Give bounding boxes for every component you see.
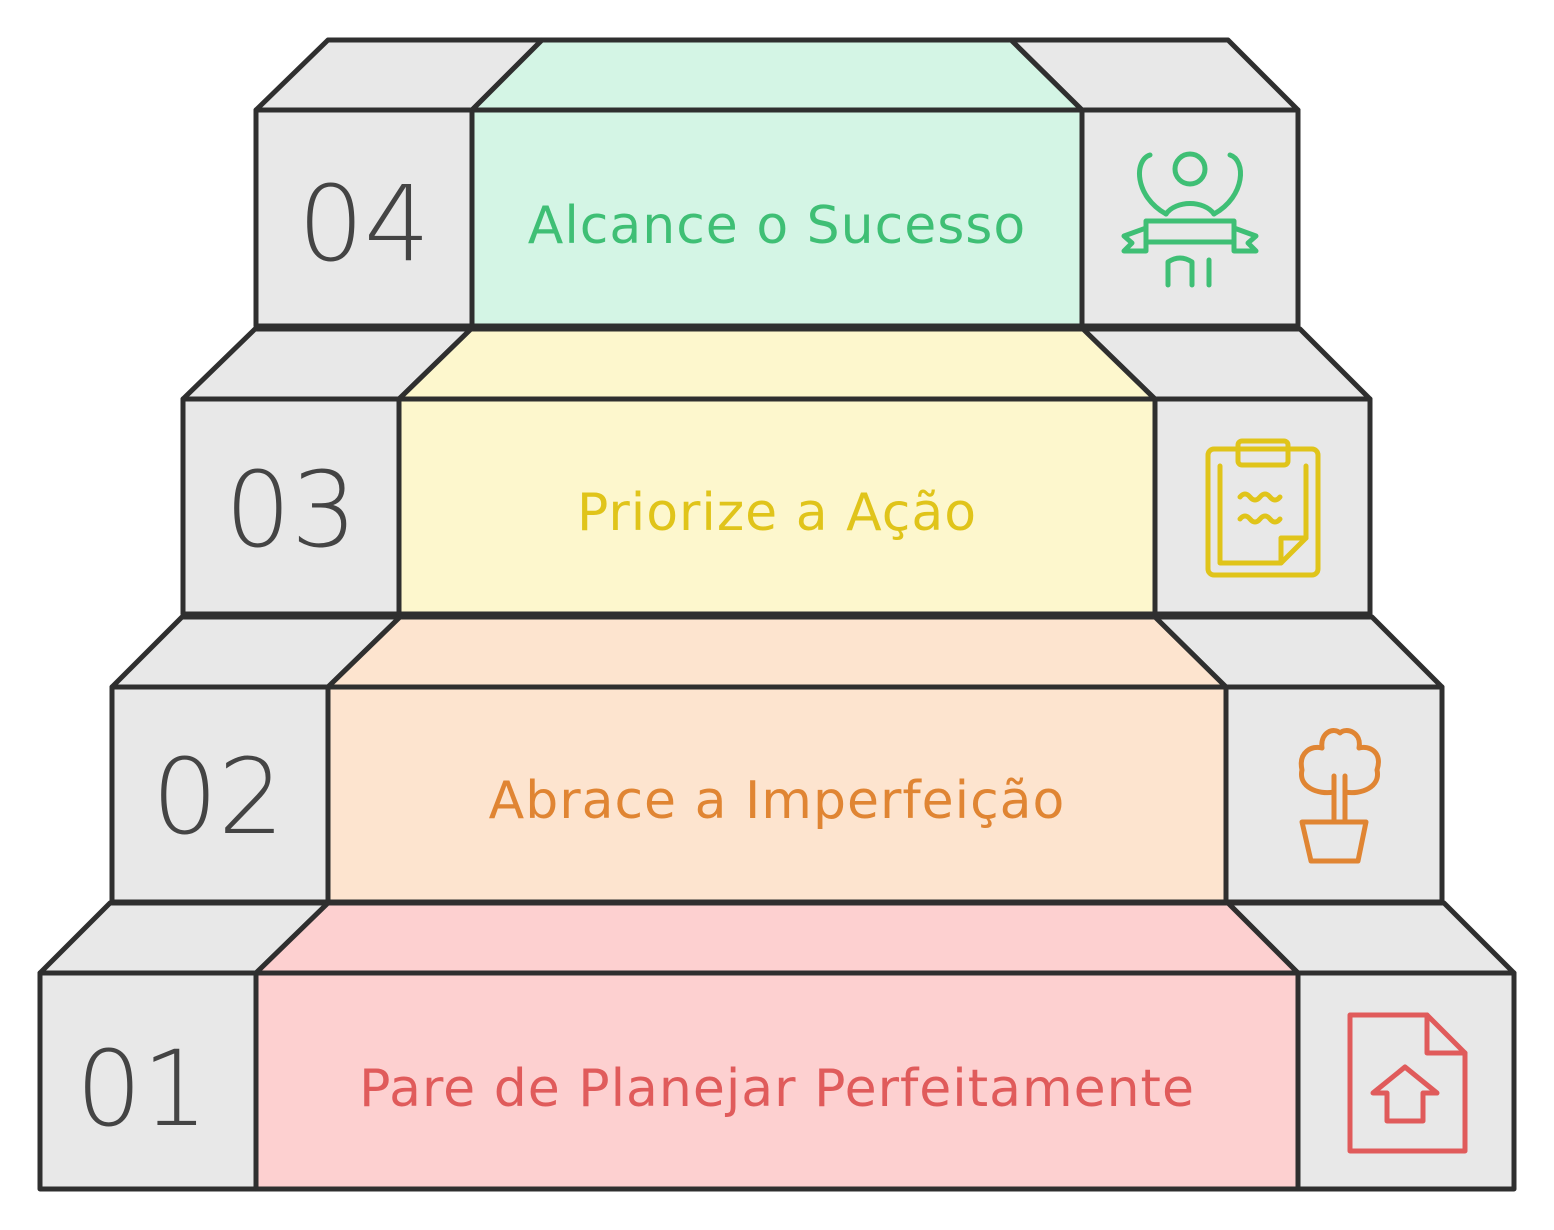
step-02-center-top xyxy=(325,614,1229,690)
step-03-label: Priorize a Ação xyxy=(577,483,977,543)
step-02-number-box xyxy=(109,684,331,905)
step-03-label-box xyxy=(396,396,1158,617)
step-04-number: 04 xyxy=(298,163,430,285)
step-02-label: Abrace a Imperfeição xyxy=(489,771,1066,831)
step-01-icon-box xyxy=(1295,970,1517,1192)
step-03-icon-box xyxy=(1152,396,1373,617)
step-03-number: 03 xyxy=(225,449,357,571)
step-03-number-box xyxy=(180,396,402,617)
step-02-number: 02 xyxy=(152,736,284,858)
step-04-label: Alcance o Sucesso xyxy=(528,196,1026,256)
step-01-label-box xyxy=(253,970,1301,1192)
step-04-label-box xyxy=(469,107,1085,329)
step-03: 03 Priorize a Ação xyxy=(180,326,1373,617)
step-01: 01 Pare de Planejar Perfeitamente xyxy=(37,900,1517,1192)
step-01-number-box xyxy=(37,970,259,1192)
step-01-label: Pare de Planejar Perfeitamente xyxy=(359,1059,1195,1119)
step-04-icon-box xyxy=(1079,107,1301,329)
step-03-center-top xyxy=(396,326,1158,402)
document-home-icon xyxy=(1347,1012,1468,1154)
step-04-center-top xyxy=(469,37,1085,113)
step-02: 02 Abrace a Imperfeição xyxy=(109,614,1445,905)
step-04: 04 Alcance o Sucesso xyxy=(253,37,1301,329)
clipboard-icon xyxy=(1205,438,1321,578)
step-01-center-top xyxy=(253,900,1301,976)
celebrating-person-icon xyxy=(1121,151,1259,288)
step-01-number: 01 xyxy=(76,1028,208,1150)
step-02-label-box xyxy=(325,684,1229,905)
potted-plant-icon xyxy=(1298,728,1381,864)
